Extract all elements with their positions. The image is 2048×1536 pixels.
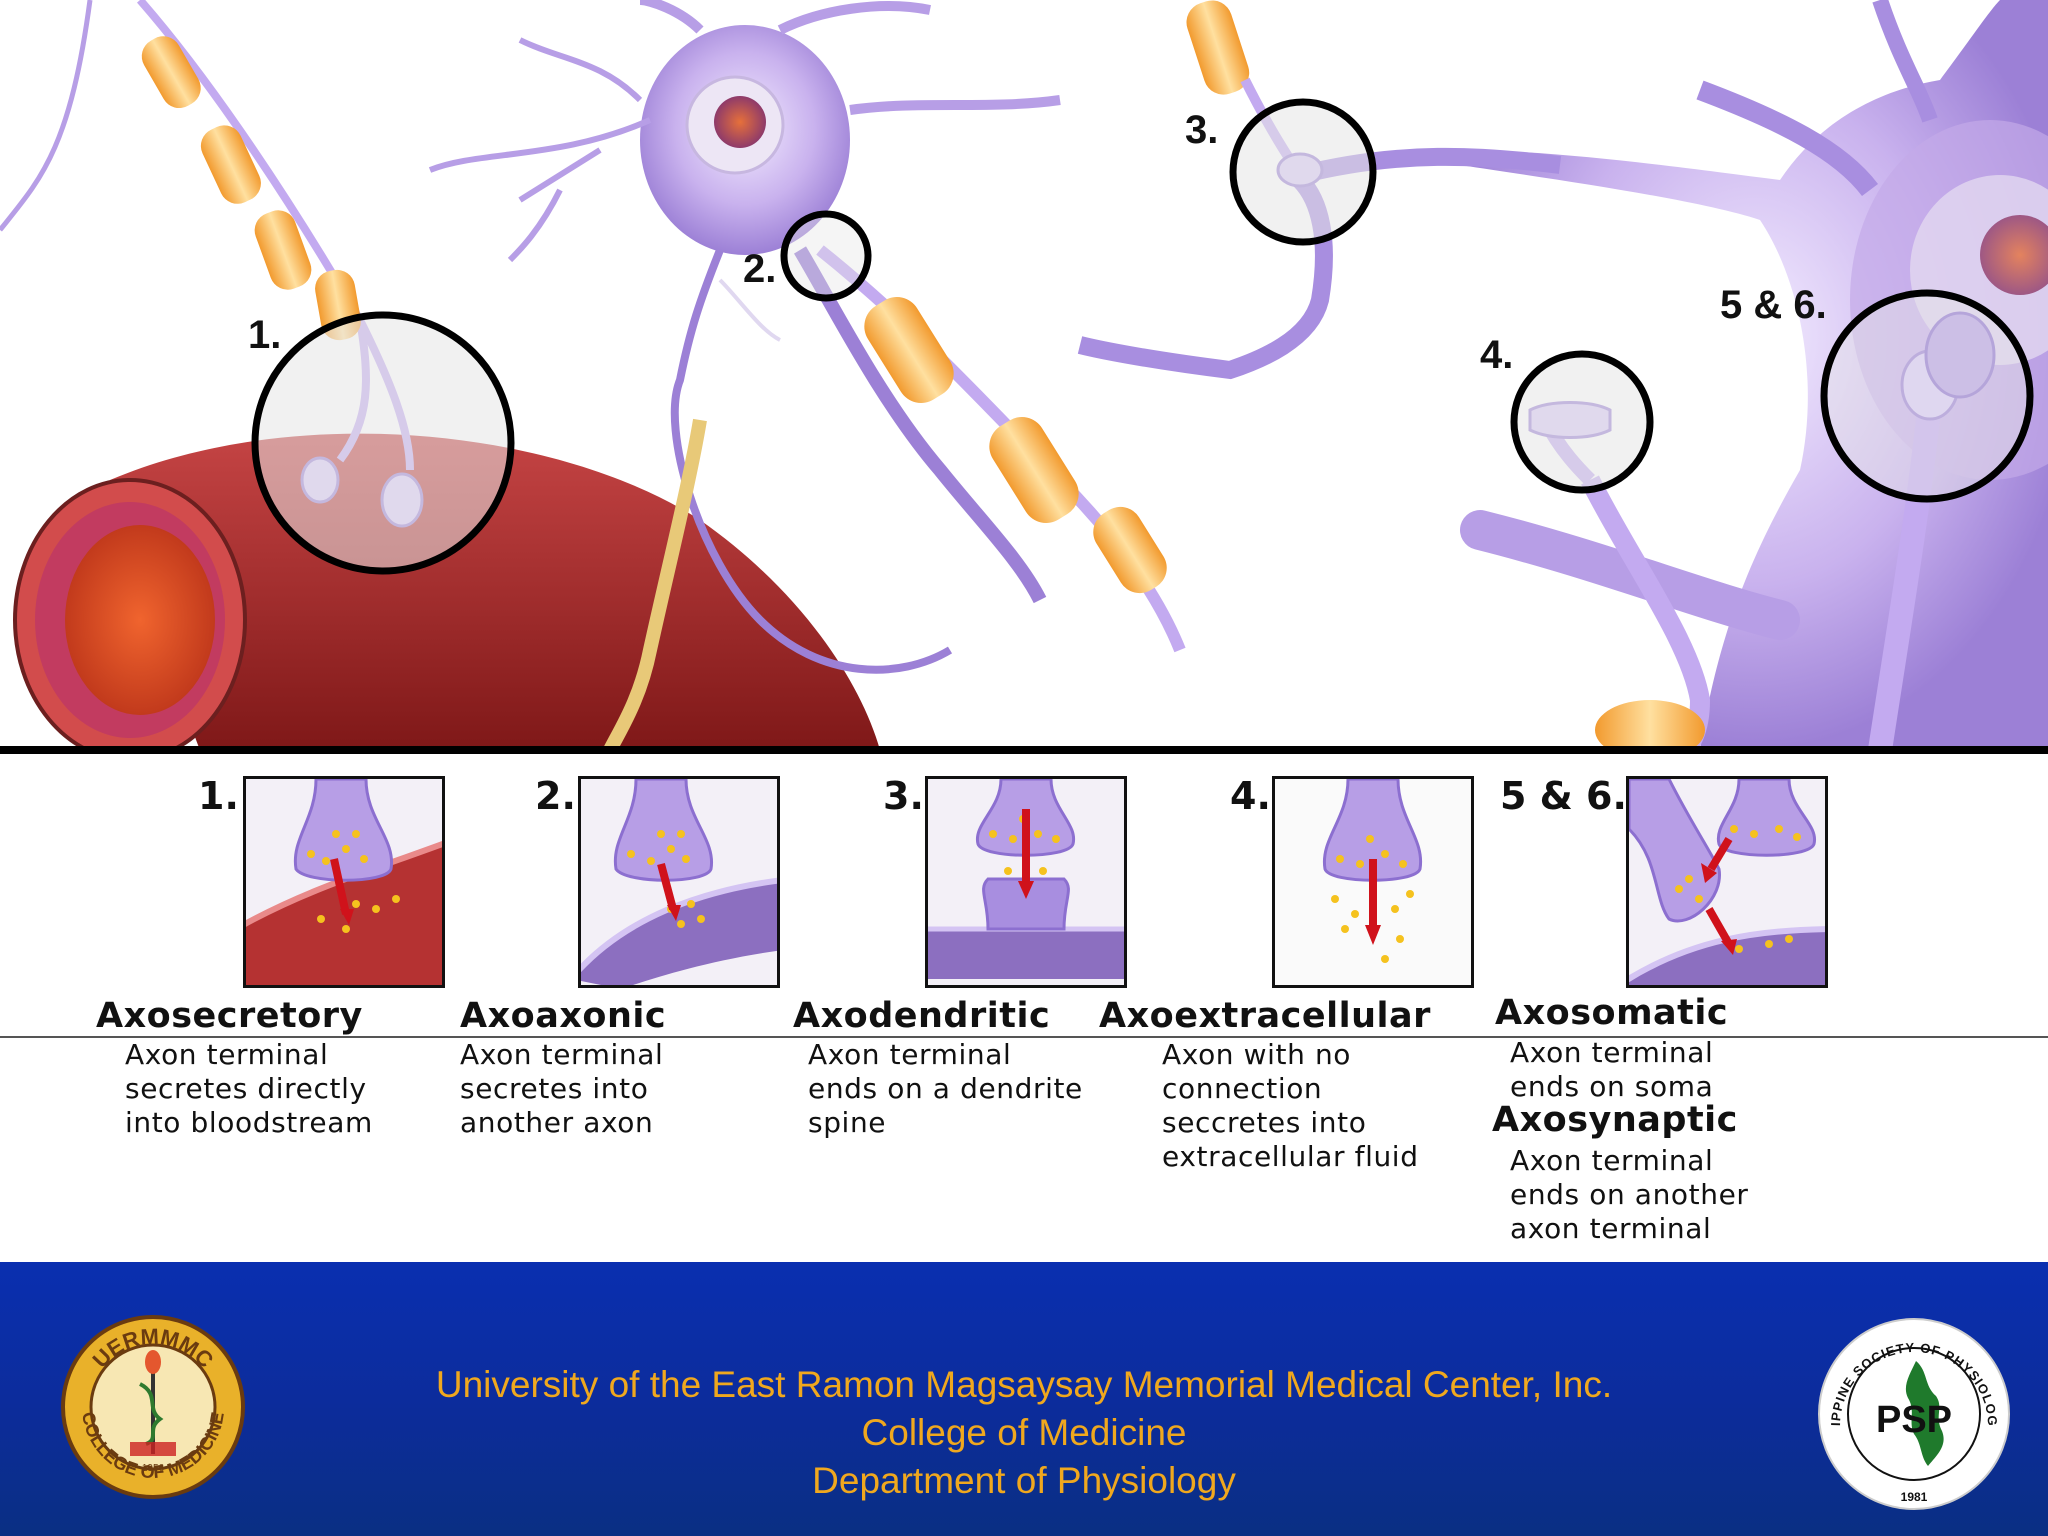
footer-department-name: Department of Physiology: [812, 1460, 1236, 1501]
panel-number-3: 3.: [883, 774, 924, 818]
footer-university-name: University of the East Ramon Magsaysay M…: [435, 1364, 1613, 1405]
title-axosecretory: Axosecretory: [96, 996, 363, 1036]
panel-image-axosecretory: [243, 776, 445, 988]
footer-college-name: College of Medicine: [861, 1412, 1187, 1453]
desc-axoaxonic: Axon terminal secretes into another axon: [460, 1038, 664, 1139]
marker-1: 1.: [248, 313, 281, 357]
marker-4: 4.: [1480, 333, 1513, 377]
title-axoextracellular: Axoextracellular: [1099, 996, 1431, 1036]
panel-number-2: 2.: [535, 774, 576, 818]
title-axosomatic: Axosomatic: [1495, 993, 1729, 1033]
central-neuron: [428, 0, 1186, 750]
institution-footer: UERMMMC COLLEGE OF MEDICINE 1956 Univers…: [0, 1262, 2048, 1536]
panel-number-5-6: 5 & 6.: [1500, 774, 1627, 818]
marker-3: 3.: [1185, 108, 1218, 152]
panel-image-axosomatic-axosynaptic: [1626, 776, 1828, 988]
marker-2: 2.: [743, 247, 776, 291]
neuron-synapse-illustration: 1. 2. 3. 4. 5 & 6.: [0, 0, 2048, 750]
title-axodendritic: Axodendritic: [793, 996, 1051, 1036]
desc-axosomatic: Axon terminal ends on soma: [1510, 1036, 1714, 1103]
panel-image-axoaxonic: [578, 776, 780, 988]
psp-mark: PSP: [1876, 1399, 1952, 1441]
desc-axoextracellular: Axon with no connection seccretes into e…: [1162, 1038, 1419, 1173]
marker-5-6: 5 & 6.: [1720, 283, 1827, 327]
seal-year: 1956: [142, 1463, 165, 1474]
title-axoaxonic: Axoaxonic: [460, 996, 667, 1036]
panel-image-axoextracellular: [1272, 776, 1474, 988]
psp-seal-logo: PHILIPPINE SOCIETY OF PHYSIOLOGISTS PSP …: [1816, 1316, 2010, 1510]
desc-axosecretory: Axon terminal secretes directly into blo…: [125, 1038, 373, 1139]
section-divider: [0, 746, 2048, 754]
title-axosynaptic: Axosynaptic: [1492, 1100, 1738, 1140]
panel-number-4: 4.: [1230, 774, 1271, 818]
panel-image-axodendritic: [925, 776, 1127, 988]
axosomatic-terminal: [1868, 311, 1996, 750]
callout-circles: [251, 98, 2034, 575]
desc-axosynaptic: Axon terminal ends on another axon termi…: [1510, 1144, 1749, 1245]
desc-axodendritic: Axon terminal ends on a dendrite spine: [808, 1038, 1083, 1139]
divider-line: [0, 1036, 2048, 1038]
psp-year: 1981: [1901, 1490, 1928, 1504]
panel-number-1: 1.: [198, 774, 239, 818]
uerm-college-seal-logo: UERMMMC COLLEGE OF MEDICINE 1956: [61, 1315, 245, 1499]
